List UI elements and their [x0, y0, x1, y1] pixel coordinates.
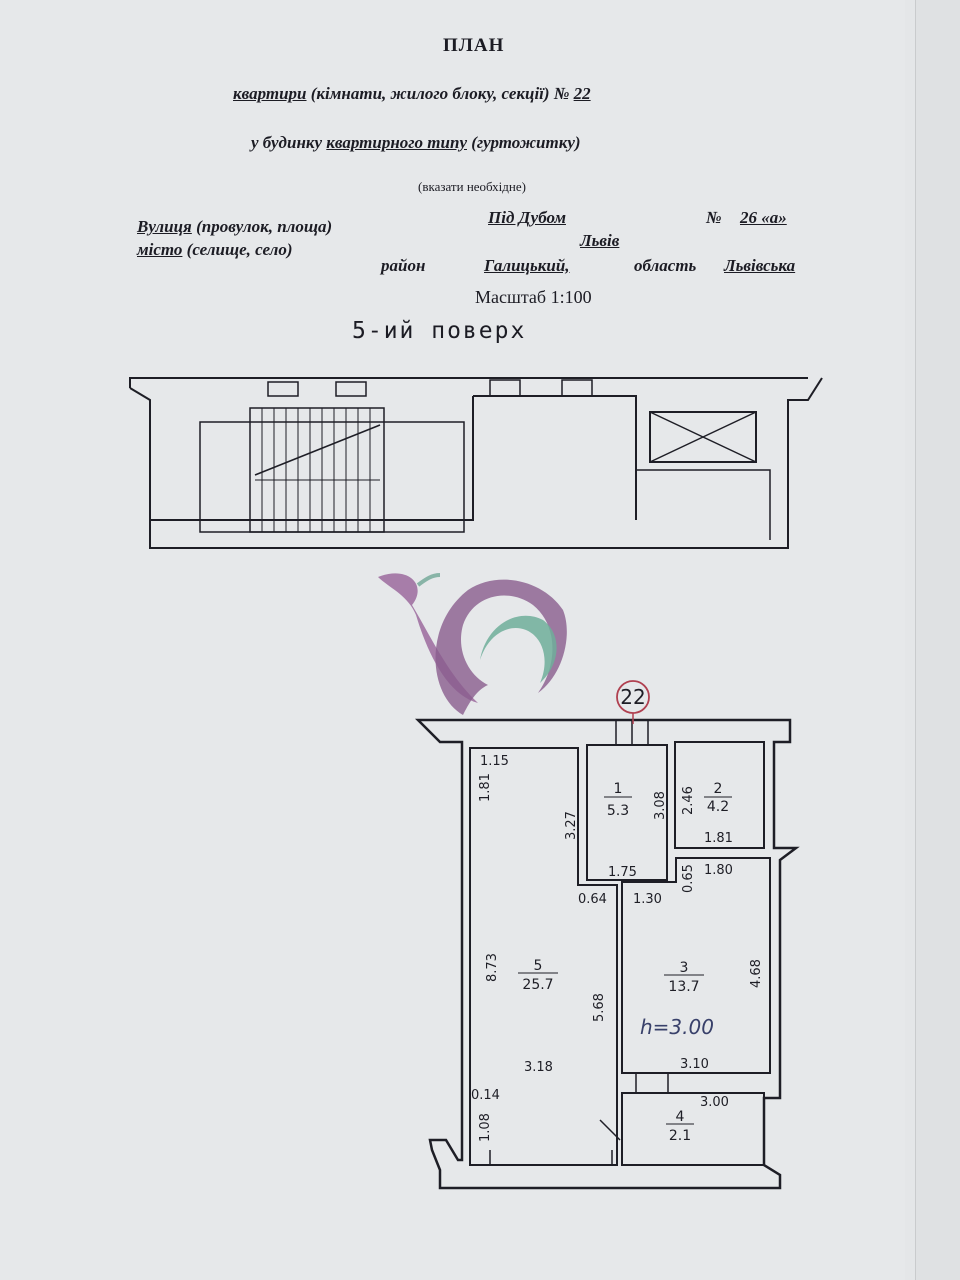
- number-value: 26 «а»: [740, 208, 787, 227]
- watermark-logo: [378, 573, 567, 715]
- dimension: 2.46: [681, 786, 696, 815]
- region-value: Львівська: [724, 256, 796, 275]
- stairwell: [199, 421, 465, 533]
- district-value: Галицький,: [484, 256, 570, 275]
- svg-text:4: 4: [676, 1109, 685, 1125]
- room-2-label: 2 4.2: [704, 781, 732, 815]
- district-label: район: [381, 256, 426, 275]
- region-label: область: [634, 256, 697, 275]
- window-mark: [335, 381, 367, 397]
- svg-text:3: 3: [680, 960, 689, 976]
- dimension: 3.10: [680, 1057, 709, 1072]
- city-value: Львів: [580, 231, 620, 250]
- room-5-outline: [469, 747, 618, 1166]
- apartment-outer-wall: [414, 718, 800, 1190]
- dimension: 1.08: [478, 1113, 493, 1142]
- note-text: (вказати необхідне): [418, 179, 526, 194]
- heading-line-1: квартири (кімнати, жилого блоку, секції)…: [233, 84, 591, 103]
- room-3-label: 3 13.7: [664, 960, 704, 995]
- dimension: 1.80: [704, 863, 733, 878]
- document-title: ПЛАН: [443, 35, 505, 56]
- window-mark: [561, 379, 593, 397]
- handwritten-ceiling-height: h=3.00: [640, 1015, 714, 1039]
- room-5-label: 5 25.7: [518, 958, 558, 993]
- svg-text:1: 1: [614, 781, 623, 797]
- window-mark: [489, 379, 521, 397]
- dimension: 5.68: [592, 993, 607, 1022]
- svg-text:4.2: 4.2: [707, 799, 729, 815]
- window-mark: [267, 381, 299, 397]
- dimension: 3.18: [524, 1060, 553, 1075]
- room-4-label: 4 2.1: [666, 1109, 694, 1144]
- svg-text:2.1: 2.1: [669, 1128, 691, 1144]
- dimension: 3.00: [700, 1095, 729, 1110]
- dimension: 0.64: [578, 892, 607, 907]
- dimension: 0.65: [681, 864, 696, 893]
- room-1-outline: [586, 744, 668, 881]
- floor-label: 5-ий поверх: [352, 318, 527, 344]
- dimension: 1.81: [478, 773, 493, 802]
- room-3-outline: [621, 857, 771, 1074]
- room-1-label: 1 5.3: [604, 781, 632, 819]
- elevator-shaft: [649, 411, 757, 463]
- scale-label: Масштаб 1:100: [475, 287, 592, 307]
- city-label: місто (селище, село): [137, 240, 293, 259]
- adjacent-sheet-edge: [915, 0, 960, 1280]
- svg-text:5: 5: [534, 958, 543, 974]
- svg-text:13.7: 13.7: [668, 979, 699, 995]
- dimension: 1.81: [704, 831, 733, 846]
- apartment-number: 22: [620, 685, 645, 709]
- dimension: 1.30: [633, 892, 662, 907]
- dimension: 3.08: [653, 791, 668, 820]
- dimension: 4.68: [749, 959, 764, 988]
- room-2-outline: [674, 741, 765, 849]
- dimension: 8.73: [485, 953, 500, 982]
- svg-text:25.7: 25.7: [522, 977, 553, 993]
- street-label: Вулиця (провулок, площа): [137, 217, 333, 236]
- svg-text:2: 2: [714, 781, 723, 797]
- floor-plan-drawing: 22 1 5.3 2 4.2 3 13.7 4 2.1 5 25.7 1.15 …: [129, 377, 823, 1190]
- dimension: 3.27: [564, 811, 579, 840]
- heading-line-2: у будинку квартирного типу (гуртожитку): [251, 133, 581, 152]
- dimension: 1.75: [608, 865, 637, 880]
- room-4-outline: [621, 1092, 765, 1166]
- number-label: №: [706, 208, 722, 227]
- stair-block-top-wall: [129, 377, 808, 388]
- stair-block-outline: [129, 377, 823, 549]
- svg-text:5.3: 5.3: [607, 803, 629, 819]
- street-value: Під Дубом: [488, 208, 566, 227]
- dimension: 0.14: [471, 1088, 500, 1103]
- dimension: 1.15: [480, 754, 509, 769]
